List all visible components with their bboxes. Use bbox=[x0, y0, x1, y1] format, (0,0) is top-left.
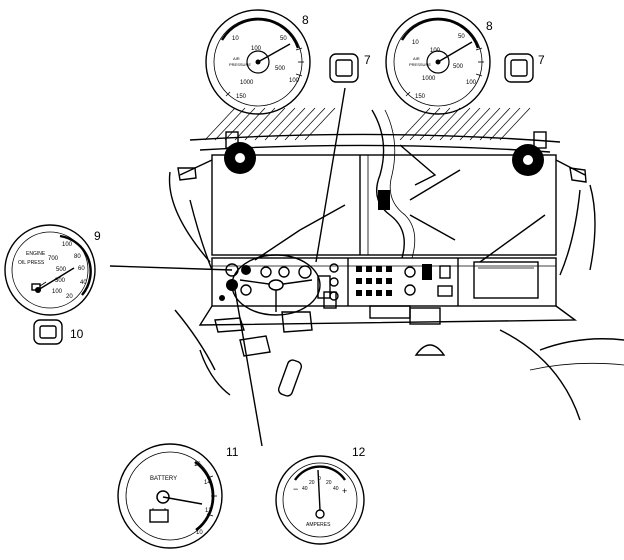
gauge11-tick-14: 14 bbox=[204, 480, 211, 486]
gauge11-label: BATTERY bbox=[150, 476, 177, 482]
gauge9-tick-20: 20 bbox=[66, 294, 73, 300]
gauge8b-tick-1000: 1000 bbox=[422, 76, 436, 82]
gauge8b-label-pressure: PRESSURE bbox=[409, 62, 431, 67]
gauge8-tick-100b: 100 bbox=[289, 78, 300, 84]
gauge8b-tick-10: 10 bbox=[412, 40, 419, 46]
gauge9-tick-500: 500 bbox=[56, 267, 67, 273]
gauge8b-tick-500: 500 bbox=[453, 64, 464, 70]
gauge9-tick-40: 40 bbox=[80, 280, 87, 286]
callout-7-left: 7 bbox=[364, 53, 371, 67]
gauge8b-tick-150: 150 bbox=[415, 94, 426, 100]
callout-9: 9 bbox=[94, 229, 101, 243]
gauge9-label-oil-press: OIL PRESS bbox=[18, 260, 45, 266]
callout-8-left: 8 bbox=[302, 13, 309, 27]
centre-switch-panel bbox=[356, 264, 453, 297]
left-spot-lamp bbox=[224, 131, 256, 174]
gauge12-tick-40-pos: 40 bbox=[333, 486, 339, 492]
gauge9-tick-700: 700 bbox=[48, 256, 59, 262]
leader-lines bbox=[109, 87, 346, 447]
steering-wheel bbox=[231, 254, 321, 316]
gauge11-tick-10: 10 bbox=[196, 530, 203, 536]
gauge8b-tick-100: 100 bbox=[430, 48, 441, 54]
engine-oil-pressure-gauge: ENGINE OIL PRESS 100 700 80 500 60 300 4… bbox=[4, 224, 96, 316]
gauge8b-label-air: AIR bbox=[413, 56, 420, 61]
vehicle-cab-illustration bbox=[168, 107, 624, 421]
gauge9-tick-80: 80 bbox=[74, 254, 81, 260]
gauge8-label-pressure: PRESSURE bbox=[229, 62, 251, 67]
gauge8-label-air: AIR bbox=[233, 56, 240, 61]
gauge12-tick-20-pos: 20 bbox=[326, 480, 332, 486]
gauge8-tick-150: 150 bbox=[236, 94, 247, 100]
gauge9-tick-100: 100 bbox=[62, 242, 73, 248]
callout-8-right: 8 bbox=[486, 19, 493, 33]
switch-7-right bbox=[504, 53, 534, 83]
gauge8-tick-500: 500 bbox=[275, 66, 286, 72]
gauge12-tick-0: 0 bbox=[318, 476, 321, 482]
gauge8b-tick-100b: 100 bbox=[466, 80, 477, 86]
air-pressure-gauge-left: 10 50 100 500 1000 100 150 AIR PRESSURE bbox=[205, 9, 311, 115]
callout-10: 10 bbox=[70, 327, 84, 341]
gauge9-tick-60: 60 bbox=[78, 266, 85, 272]
switch-10 bbox=[33, 319, 63, 345]
driver-instrument-cluster bbox=[219, 263, 339, 301]
gauge12-tick-40-neg: 40 bbox=[302, 486, 308, 492]
callout-7-right: 7 bbox=[538, 53, 545, 67]
gauge9-tick-100b: 100 bbox=[52, 289, 63, 295]
oil-can-icon bbox=[31, 281, 47, 291]
gauge8-tick-10: 10 bbox=[232, 36, 239, 42]
gauge9-label-engine: ENGINE bbox=[26, 251, 46, 257]
gauge12-tick-20-neg: 20 bbox=[309, 480, 315, 486]
switch-7-left bbox=[329, 53, 359, 83]
gauge12-label: AMPERES bbox=[306, 522, 331, 528]
callout-11: 11 bbox=[226, 445, 239, 459]
gauge12-tick-plus: + bbox=[342, 486, 347, 496]
gauge8-tick-1000: 1000 bbox=[240, 80, 254, 86]
right-spot-lamp bbox=[512, 131, 547, 176]
callout-12: 12 bbox=[352, 445, 366, 459]
ammeter-gauge: − 40 20 0 20 40 + AMPERES bbox=[275, 455, 365, 545]
gauge11-tick-16: 16 bbox=[194, 462, 201, 468]
battery-icon bbox=[149, 508, 169, 523]
battery-voltmeter-gauge: BATTERY 16 14 12 10 bbox=[117, 443, 223, 549]
gauge12-tick-minus: − bbox=[293, 484, 298, 494]
gauge8b-tick-50: 50 bbox=[458, 34, 465, 40]
gauge11-tick-12: 12 bbox=[205, 508, 212, 514]
air-pressure-gauge-right: 10 50 100 500 1000 100 150 AIR PRESSURE bbox=[385, 9, 491, 115]
gauge8-tick-100: 100 bbox=[251, 46, 262, 52]
gauge9-tick-300: 300 bbox=[55, 278, 66, 284]
gauge8-tick-50: 50 bbox=[280, 36, 287, 42]
